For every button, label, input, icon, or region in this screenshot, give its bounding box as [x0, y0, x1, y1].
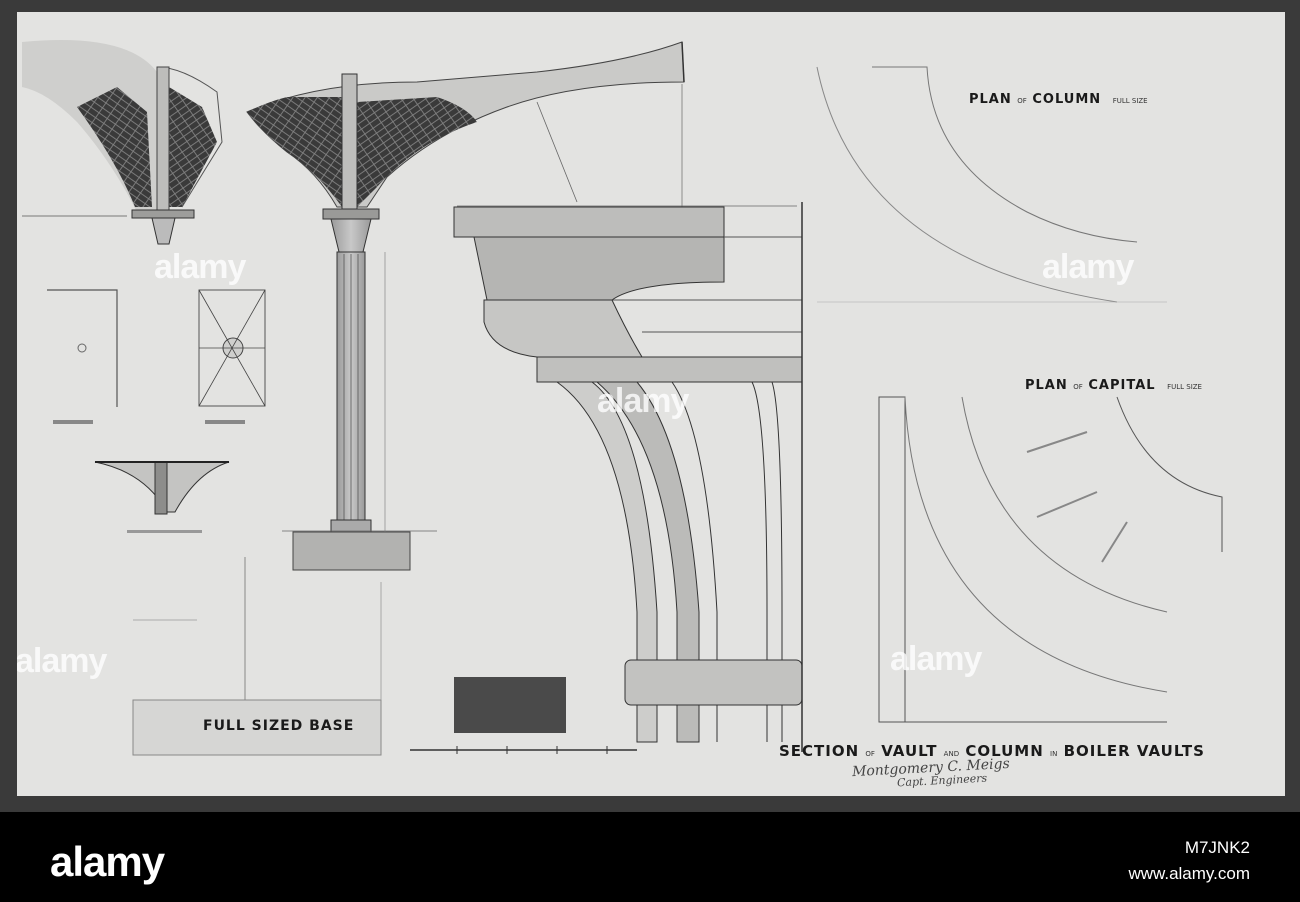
- full-sized-base: [132, 557, 382, 756]
- small-vault-section: [22, 40, 223, 245]
- plan-of-capital-drawing: [878, 396, 1223, 723]
- capital-section-detail: [410, 202, 803, 754]
- plan-of-column-drawing: [816, 66, 1167, 303]
- watermark: alamy: [890, 640, 982, 678]
- photo-frame: PLAN OF COLUMN FULL SIZE PLAN OF CAPITAL…: [0, 0, 1300, 812]
- alamy-logo[interactable]: alamy: [50, 838, 165, 885]
- watermark: alamy: [1042, 248, 1134, 286]
- site-url[interactable]: www.alamy.com: [1128, 864, 1250, 883]
- watermark: alamy: [17, 642, 107, 680]
- column-elevation: [282, 208, 437, 571]
- drawing-title: SECTION OF VAULT AND COLUMN IN BOILER VA…: [779, 742, 1205, 760]
- large-vault-section: [246, 41, 797, 210]
- small-section-detail: [94, 461, 230, 533]
- full-sized-base-label: FULL SIZED BASE: [203, 718, 355, 734]
- small-plans: [47, 289, 266, 424]
- architectural-drawing: [22, 40, 1223, 756]
- watermark: alamy: [597, 382, 689, 420]
- image-id: M7JNK2: [1184, 838, 1250, 857]
- drawing-sheet: PLAN OF COLUMN FULL SIZE PLAN OF CAPITAL…: [17, 12, 1285, 796]
- plan-of-column-label: PLAN OF COLUMN FULL SIZE: [969, 92, 1148, 107]
- footer-bar: alamy M7JNK2 www.alamy.com: [0, 812, 1300, 902]
- plan-of-capital-label: PLAN OF CAPITAL FULL SIZE: [1025, 378, 1202, 393]
- watermark: alamy: [154, 248, 246, 286]
